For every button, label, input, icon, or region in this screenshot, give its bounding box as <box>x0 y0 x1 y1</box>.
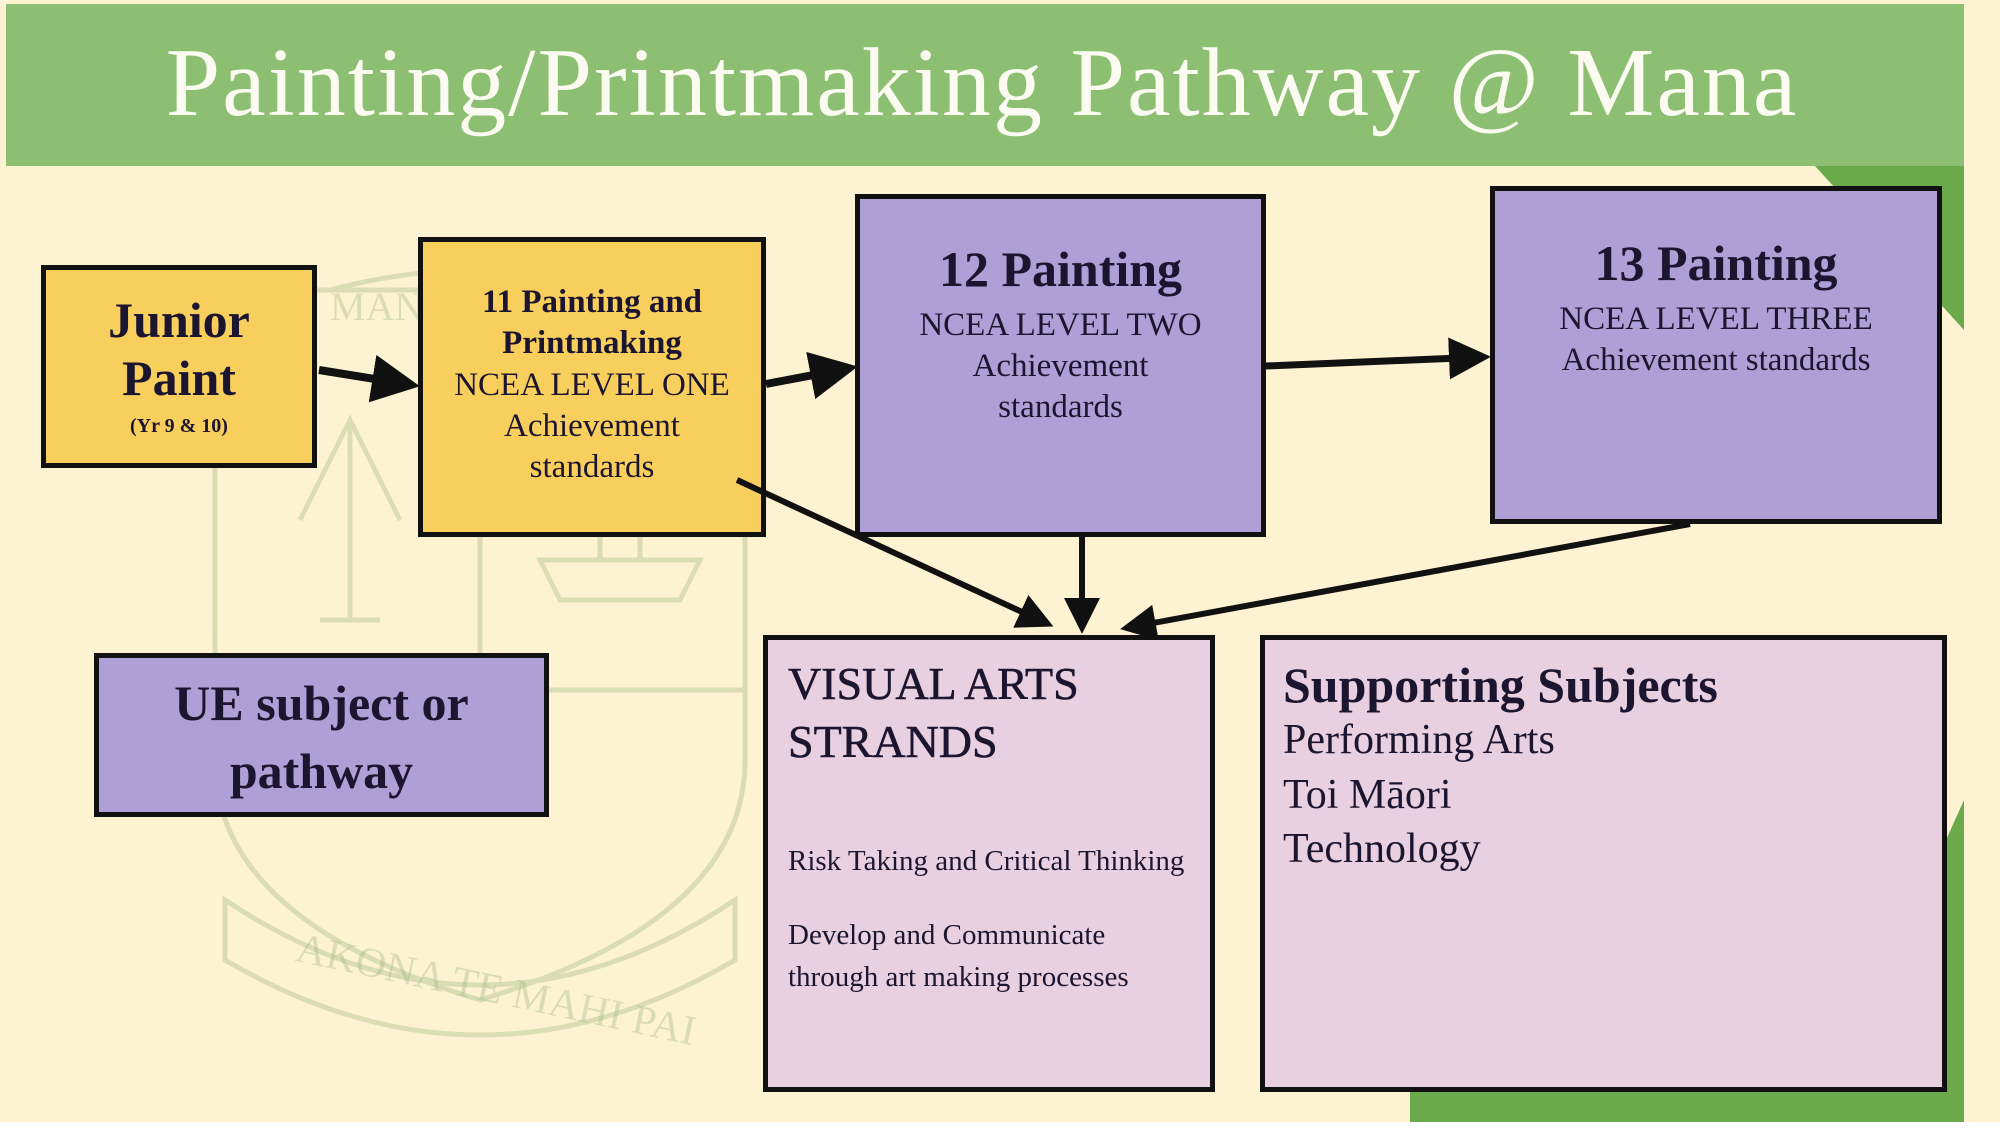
arrow-13-to-strands <box>1120 521 1691 641</box>
junior-subtitle: (Yr 9 & 10) <box>130 415 228 437</box>
level-12-box: 12 Painting NCEA LEVEL TWO Achievement s… <box>855 194 1266 537</box>
level-13-ncea: NCEA LEVEL THREE <box>1559 300 1873 337</box>
ue-label: UE subject or pathway <box>174 675 469 799</box>
junior-paint-box: Junior Paint (Yr 9 & 10) <box>41 265 317 468</box>
arrow-11-to-12 <box>765 351 858 400</box>
supporting-title: Supporting Subjects <box>1283 657 1718 713</box>
supporting-item: Performing Arts <box>1283 717 1555 763</box>
ue-box: UE subject or pathway <box>94 653 549 817</box>
page-title: Painting/Printmaking Pathway @ Mana <box>165 29 1799 137</box>
level-13-title: 13 Painting <box>1594 235 1838 291</box>
strands-title: VISUAL ARTS STRANDS <box>788 658 1079 767</box>
strands-item: Risk Taking and Critical Thinking <box>788 845 1185 877</box>
header-banner <box>6 4 1964 166</box>
level-11-ncea: NCEA LEVEL ONE <box>454 366 730 403</box>
arrow-junior-to-11 <box>318 354 420 403</box>
strands-item: Develop and Communicate through art maki… <box>788 919 1129 994</box>
level-13-standards: Achievement standards <box>1561 341 1871 378</box>
supporting-item: Toi Māori <box>1283 771 1452 818</box>
junior-title: Junior Paint <box>108 292 250 406</box>
level-11-standards: Achievement standards <box>504 407 680 485</box>
supporting-subjects-box: Supporting Subjects Performing Arts Toi … <box>1260 635 1947 1092</box>
arrow-12-to-13 <box>1265 337 1491 380</box>
level-11-box: 11 Painting and Printmaking NCEA LEVEL O… <box>418 237 766 537</box>
level-12-title: 12 Painting <box>938 241 1183 297</box>
level-12-standards: Achievement standards <box>972 347 1149 425</box>
level-12-ncea: NCEA LEVEL TWO <box>919 306 1202 343</box>
visual-arts-strands-box: VISUAL ARTS STRANDS Risk Taking and Crit… <box>763 635 1215 1092</box>
level-11-title: 11 Painting and Printmaking <box>481 284 703 362</box>
supporting-item: Technology <box>1283 826 1481 873</box>
level-13-box: 13 Painting NCEA LEVEL THREE Achievement… <box>1490 186 1942 524</box>
arrow-11-to-strands <box>735 477 1054 628</box>
